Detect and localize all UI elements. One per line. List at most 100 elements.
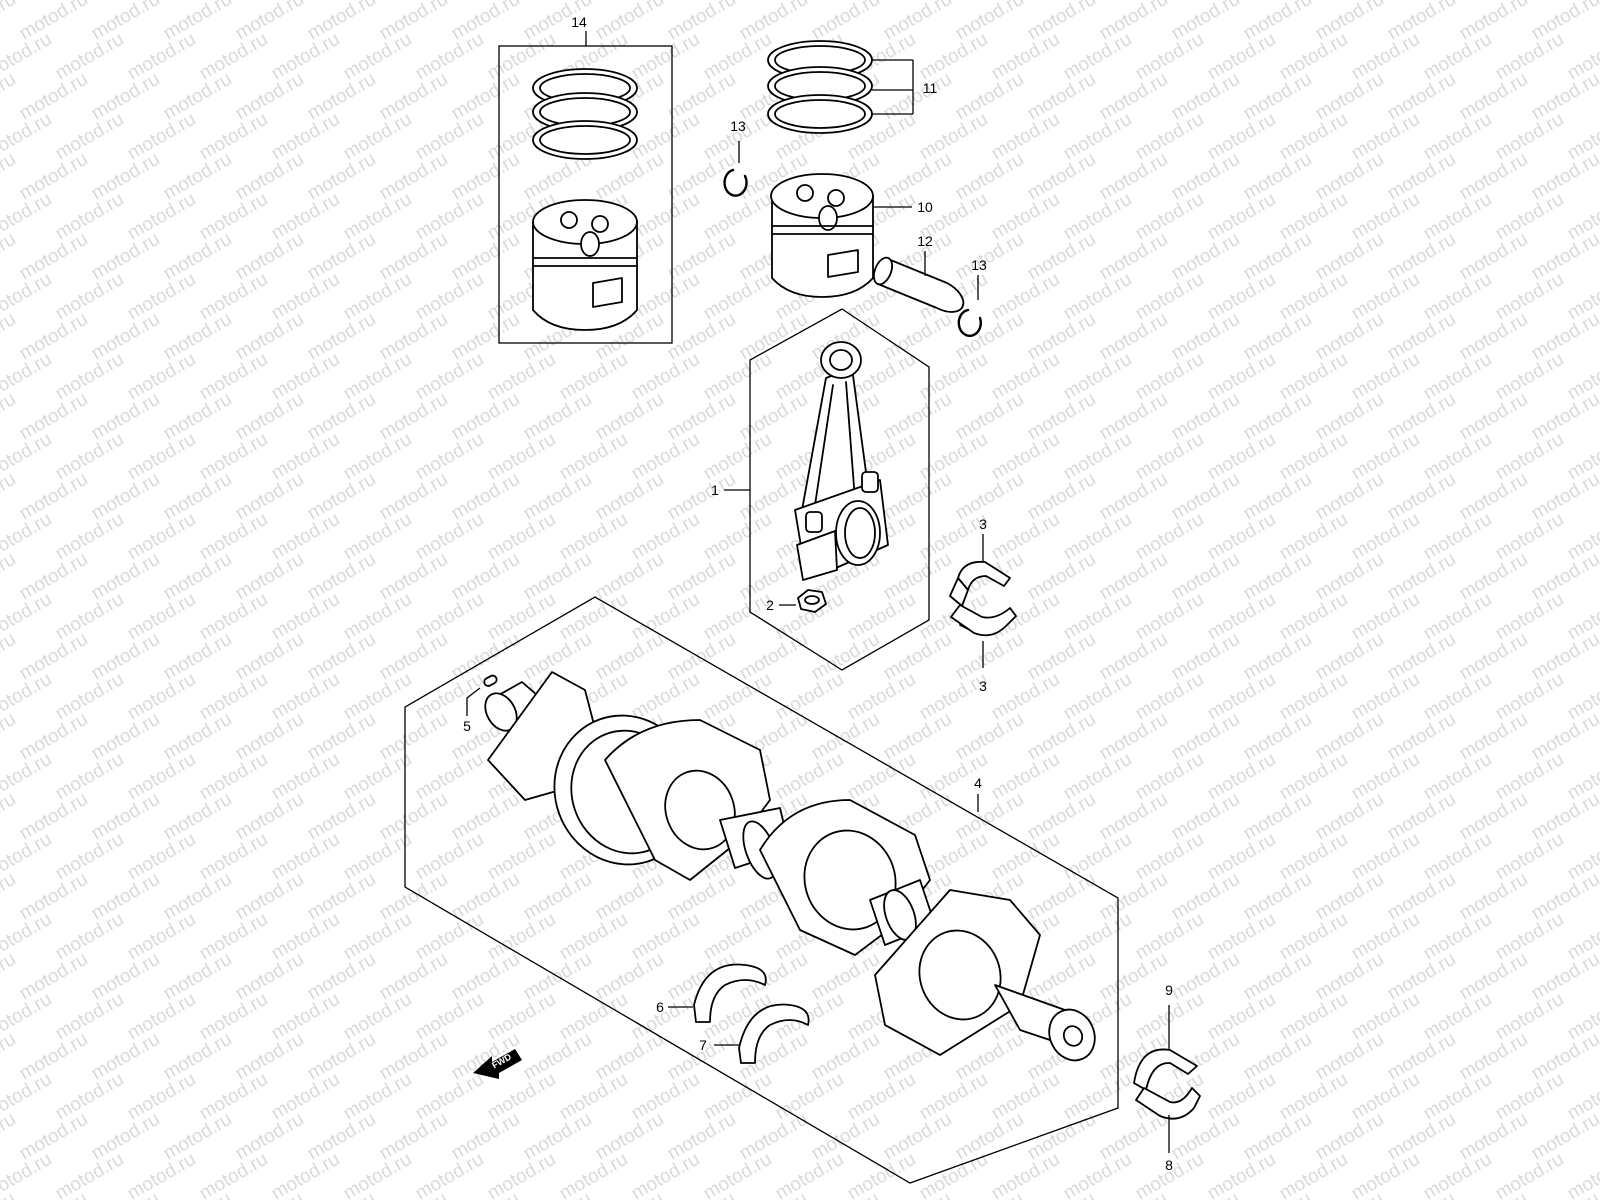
watermark-text: motod.ru bbox=[88, 629, 163, 685]
watermark-text: motod.ru bbox=[592, 0, 667, 44]
watermark-text: motod.ru bbox=[412, 909, 487, 965]
watermark-text: motod.ru bbox=[700, 109, 775, 165]
watermark-text: motod.ru bbox=[988, 269, 1063, 325]
watermark-text: motod.ru bbox=[160, 149, 235, 205]
watermark-text: motod.ru bbox=[664, 389, 739, 445]
watermark-text: motod.ru bbox=[0, 709, 19, 765]
watermark-text: motod.ru bbox=[592, 549, 667, 605]
callout-10: 10 bbox=[917, 199, 933, 215]
watermark-text: motod.ru bbox=[304, 869, 379, 925]
watermark-text: motod.ru bbox=[1312, 1029, 1387, 1085]
watermark-text: motod.ru bbox=[1096, 789, 1171, 845]
watermark-text: motod.ru bbox=[1276, 909, 1351, 965]
dowel-pin-5[interactable] bbox=[483, 674, 498, 687]
thrust-washer-6[interactable] bbox=[693, 963, 767, 1023]
watermark-text: motod.ru bbox=[16, 869, 91, 925]
watermark-text: motod.ru bbox=[340, 1069, 415, 1125]
watermark-text: motod.ru bbox=[232, 309, 307, 365]
watermark-text: motod.ru bbox=[52, 509, 127, 565]
piston-10[interactable] bbox=[770, 173, 874, 298]
watermark-text: motod.ru bbox=[1024, 549, 1099, 605]
watermark-text: motod.ru bbox=[1456, 0, 1531, 44]
watermark-text: motod.ru bbox=[0, 229, 19, 285]
watermark-text: motod.ru bbox=[1456, 389, 1531, 445]
watermark-text: motod.ru bbox=[880, 389, 955, 445]
watermark-text: motod.ru bbox=[1456, 309, 1531, 365]
watermark-text: motod.ru bbox=[1528, 69, 1600, 125]
watermark-text: motod.ru bbox=[1096, 229, 1171, 285]
watermark-text: motod.ru bbox=[1312, 789, 1387, 845]
watermark-text: motod.ru bbox=[0, 69, 19, 125]
crankshaft-4[interactable] bbox=[479, 671, 1103, 1068]
watermark-text: motod.ru bbox=[52, 989, 127, 1045]
watermark-text: motod.ru bbox=[1528, 469, 1600, 525]
piston-pin-12[interactable] bbox=[870, 255, 965, 313]
watermark-text: motod.ru bbox=[16, 629, 91, 685]
watermark-text: motod.ru bbox=[1060, 349, 1135, 405]
connecting-rod-1[interactable] bbox=[794, 341, 889, 581]
watermark-text: motod.ru bbox=[412, 589, 487, 645]
watermark-text: motod.ru bbox=[160, 629, 235, 685]
watermark-text: motod.ru bbox=[88, 869, 163, 925]
watermark-text: motod.ru bbox=[1348, 829, 1423, 885]
main-bearing-9[interactable] bbox=[1133, 1048, 1198, 1091]
watermark-text: motod.ru bbox=[232, 869, 307, 925]
circlip-13b[interactable] bbox=[957, 308, 982, 337]
watermark-text: motod.ru bbox=[520, 389, 595, 445]
watermark-text: motod.ru bbox=[664, 1109, 739, 1165]
watermark-text: motod.ru bbox=[1168, 629, 1243, 685]
watermark-text: motod.ru bbox=[124, 269, 199, 325]
watermark-text: motod.ru bbox=[988, 669, 1063, 725]
circlip-13a[interactable] bbox=[723, 168, 748, 197]
watermark-text: motod.ru bbox=[1240, 709, 1315, 765]
piston-rings-11[interactable] bbox=[767, 40, 873, 134]
watermark-text: motod.ru bbox=[880, 1109, 955, 1165]
watermark-text: motod.ru bbox=[0, 1029, 19, 1085]
watermark-text: motod.ru bbox=[376, 469, 451, 525]
watermark-text: motod.ru bbox=[1528, 0, 1600, 44]
watermark-text: motod.ru bbox=[988, 189, 1063, 245]
watermark-text: motod.ru bbox=[1204, 829, 1279, 885]
watermark-text: motod.ru bbox=[484, 509, 559, 565]
nut-2[interactable] bbox=[797, 589, 827, 613]
watermark-text: motod.ru bbox=[196, 1069, 271, 1125]
watermark-text: motod.ru bbox=[1240, 949, 1315, 1005]
main-bearing-8[interactable] bbox=[1135, 1087, 1201, 1120]
watermark-text: motod.ru bbox=[304, 309, 379, 365]
watermark-text: motod.ru bbox=[1096, 709, 1171, 765]
watermark-text: motod.ru bbox=[628, 29, 703, 85]
watermark-text: motod.ru bbox=[340, 349, 415, 405]
watermark-text: motod.ru bbox=[52, 349, 127, 405]
watermark-text: motod.ru bbox=[196, 109, 271, 165]
watermark-text: motod.ru bbox=[628, 589, 703, 645]
thrust-washer-7[interactable] bbox=[738, 1003, 810, 1064]
watermark-text: motod.ru bbox=[448, 869, 523, 925]
watermark-text: motod.ru bbox=[448, 69, 523, 125]
leader-11 bbox=[872, 59, 914, 115]
watermark-text: motod.ru bbox=[1060, 1149, 1135, 1200]
watermark-text: motod.ru bbox=[412, 1149, 487, 1200]
watermark-text: motod.ru bbox=[448, 309, 523, 365]
conrod-bearing-3b[interactable] bbox=[950, 604, 1017, 637]
piston-set-14[interactable] bbox=[532, 68, 638, 331]
watermark-text: motod.ru bbox=[808, 949, 883, 1005]
conrod-bearing-3a[interactable] bbox=[949, 560, 1011, 607]
watermark-text: motod.ru bbox=[1204, 509, 1279, 565]
watermark-text: motod.ru bbox=[988, 109, 1063, 165]
watermark-text: motod.ru bbox=[1024, 789, 1099, 845]
watermark-text: motod.ru bbox=[268, 189, 343, 245]
watermark-text: motod.ru bbox=[880, 469, 955, 525]
watermark-text: motod.ru bbox=[268, 29, 343, 85]
watermark-text: motod.ru bbox=[304, 229, 379, 285]
watermark-text: motod.ru bbox=[880, 629, 955, 685]
watermark-text: motod.ru bbox=[124, 1069, 199, 1125]
watermark-text: motod.ru bbox=[0, 149, 19, 205]
con-rod-frame bbox=[749, 308, 930, 671]
watermark-text: motod.ru bbox=[700, 589, 775, 645]
watermark-text: motod.ru bbox=[1312, 229, 1387, 285]
watermark-text: motod.ru bbox=[556, 1149, 631, 1200]
watermark-text: motod.ru bbox=[520, 1029, 595, 1085]
watermark-text: motod.ru bbox=[304, 709, 379, 765]
watermark-text: motod.ru bbox=[664, 149, 739, 205]
watermark-text: motod.ru bbox=[1276, 669, 1351, 725]
